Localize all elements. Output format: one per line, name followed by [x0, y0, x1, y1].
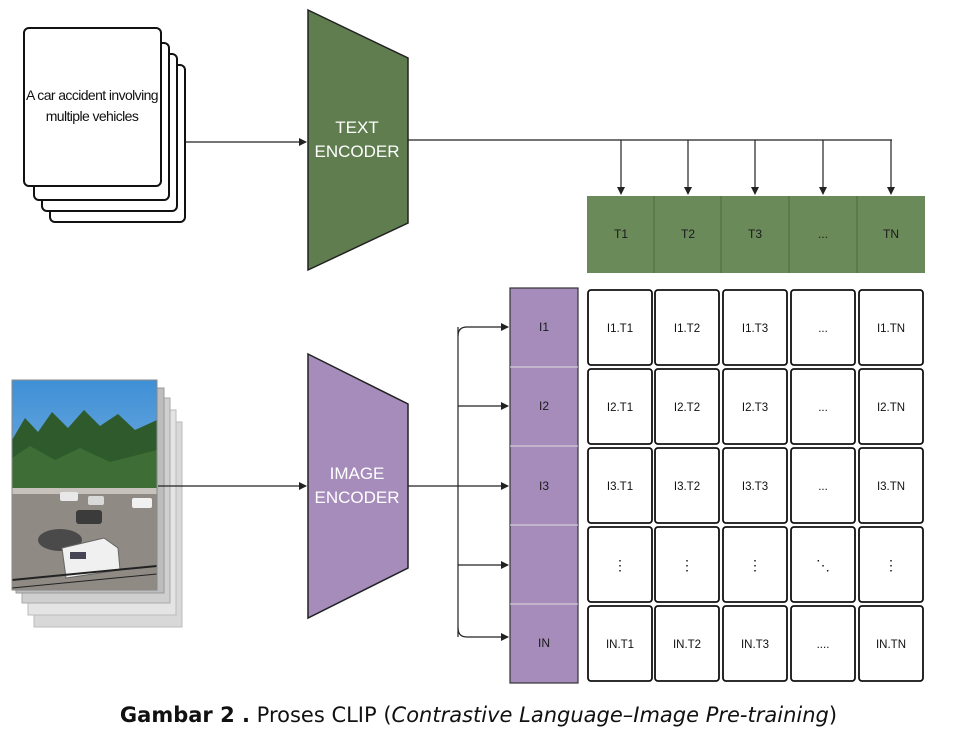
text-embedding-t3: T3	[748, 227, 762, 241]
matrix-cell: I3.T3	[742, 481, 768, 493]
car-accident-photo	[12, 380, 157, 590]
image-embedding-in: IN	[538, 636, 550, 650]
text-input-line2: multiple vehicles	[46, 108, 139, 124]
text-encoder-shape	[307, 8, 409, 272]
matrix-cell: IN.T3	[741, 639, 769, 651]
matrix-cell: I3.T2	[674, 481, 700, 493]
matrix-cell: IN.T2	[673, 639, 701, 651]
matrix-cell: ...	[818, 323, 828, 335]
caption-close: )	[828, 703, 838, 727]
text-embedding-t2: T2	[681, 227, 695, 241]
image-encoder-label-2: ENCODER	[314, 488, 399, 507]
matrix-cell: I1.T2	[674, 323, 700, 335]
text-embedding-ellipsis: ...	[818, 227, 828, 241]
figure-caption: Gambar 2 . Proses CLIP (Contrastive Lang…	[0, 703, 957, 727]
text-input-stack: A car accident involving multiple vehicl…	[23, 27, 186, 223]
matrix-cell: I3.TN	[877, 481, 905, 493]
image-embedding-bg	[509, 287, 579, 684]
text-embedding-tn: TN	[883, 227, 899, 241]
matrix-cell: I3.T1	[607, 481, 633, 493]
text-input-line1: A car accident involving	[26, 87, 158, 103]
image-embedding-i3: I3	[539, 479, 549, 493]
text-embedding-row: T1 T2 T3 ... TN	[587, 196, 925, 273]
text-encoder-label-1: TEXT	[335, 118, 378, 137]
caption-label: Gambar 2 .	[119, 703, 250, 727]
matrix-cell: ⋮	[680, 557, 694, 573]
text-encoder: TEXT ENCODER	[307, 8, 409, 272]
image-encoder-shape	[307, 352, 409, 620]
matrix-cell: IN.TN	[876, 639, 906, 651]
text-embedding-t1: T1	[614, 227, 628, 241]
matrix-cell: I1.TN	[877, 323, 905, 335]
matrix-cell: IN.T1	[606, 639, 634, 651]
caption-italic: Contrastive Language–Image Pre-training	[391, 703, 829, 727]
image-embedding-i1: I1	[539, 320, 549, 334]
matrix-cell: ⋮	[613, 557, 627, 573]
matrix-cell: ....	[817, 639, 830, 651]
image-embedding-column: I1 I2 I3 IN	[509, 287, 579, 684]
text-encoder-label-2: ENCODER	[314, 142, 399, 161]
image-encoder: IMAGE ENCODER	[307, 352, 409, 620]
matrix-cell: I1.T3	[742, 323, 768, 335]
matrix-cell: I2.T3	[742, 402, 768, 414]
matrix-cell: I2.TN	[877, 402, 905, 414]
matrix-cell: ⋮	[884, 557, 898, 573]
matrix-cell: ⋱	[816, 557, 830, 573]
text-embedding-bg	[587, 196, 925, 273]
text-input-card	[23, 27, 162, 187]
matrix-cell: I1.T1	[607, 323, 633, 335]
image-encoder-label-1: IMAGE	[330, 464, 385, 483]
matrix-cell: I2.T2	[674, 402, 700, 414]
matrix-cell: ⋮	[748, 557, 762, 573]
image-embedding-connectors	[408, 323, 509, 641]
matrix-cell: ...	[818, 481, 828, 493]
matrix-cell: I2.T1	[607, 402, 633, 414]
image-embedding-i2: I2	[539, 399, 549, 413]
similarity-matrix: I1.T1 I1.T2 I1.T3 ... I1.TN I2.T1 I2.T2 …	[587, 289, 924, 682]
matrix-cell: ...	[818, 402, 828, 414]
caption-text: Proses CLIP (	[256, 703, 392, 727]
image-input-stack	[11, 379, 183, 628]
text-embedding-connectors	[408, 139, 895, 195]
